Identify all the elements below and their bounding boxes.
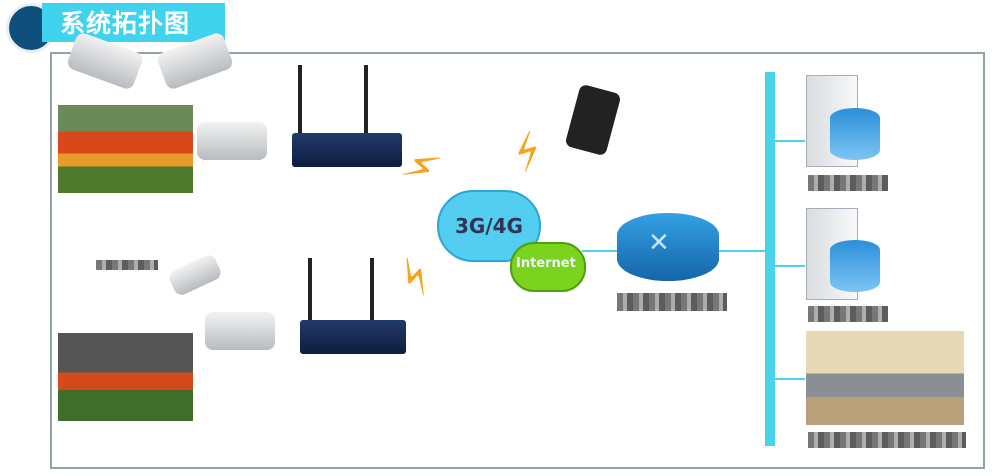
camera-icon bbox=[197, 122, 267, 160]
link-line bbox=[775, 140, 805, 142]
internet-cloud bbox=[510, 242, 586, 292]
antenna-icon bbox=[364, 65, 368, 135]
router-label-obscured bbox=[617, 293, 727, 311]
antenna-icon bbox=[298, 65, 302, 135]
link-line bbox=[719, 250, 765, 252]
database-icon bbox=[830, 108, 880, 160]
antenna-icon bbox=[370, 258, 374, 328]
site-label-obscured bbox=[96, 260, 158, 270]
4g-router-icon bbox=[292, 133, 402, 167]
database-icon bbox=[830, 240, 880, 292]
server-label-obscured bbox=[808, 175, 888, 191]
network-router-icon bbox=[617, 213, 719, 281]
control-room-label-obscured bbox=[808, 432, 966, 448]
link-line bbox=[775, 378, 805, 380]
forest-fire-image bbox=[58, 105, 193, 193]
link-line bbox=[582, 250, 618, 252]
router-arrows-icon: ✕ bbox=[648, 228, 670, 258]
antenna-icon bbox=[308, 258, 312, 328]
control-room-image bbox=[806, 331, 964, 425]
cellular-cloud-label: 3G/4G bbox=[455, 214, 523, 238]
internet-cloud-label: Internet bbox=[516, 256, 576, 271]
4g-router-icon bbox=[300, 320, 406, 354]
forest-fire-image bbox=[58, 333, 193, 421]
link-line bbox=[775, 265, 805, 267]
server-label-obscured bbox=[808, 306, 888, 322]
title-bar bbox=[42, 3, 225, 42]
diagram-frame bbox=[50, 52, 985, 469]
camera-icon bbox=[205, 312, 275, 350]
network-bus-line bbox=[765, 72, 775, 446]
